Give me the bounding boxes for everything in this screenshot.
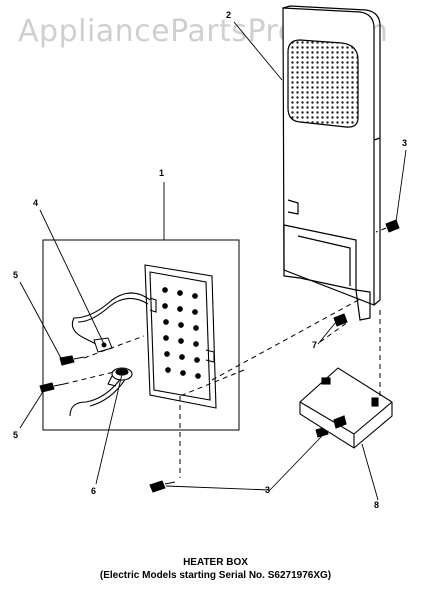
wire-harness — [69, 292, 151, 417]
callout-2: 2 — [226, 10, 232, 20]
heater-element-plate — [144, 264, 217, 409]
diagram-subtitle: (Electric Models starting Serial No. S62… — [99, 570, 332, 581]
assembly-lines — [63, 227, 387, 478]
callout-5-upper: 5 — [13, 270, 19, 280]
leader-lines — [19, 21, 407, 501]
screw-item-5-lower — [39, 382, 65, 393]
bottom-bracket — [299, 367, 393, 449]
callout-6: 6 — [91, 486, 97, 496]
callout-8: 8 — [374, 500, 380, 510]
screw-item-3-upper-right — [385, 219, 400, 233]
callout-3-lower: 3 — [265, 485, 271, 495]
callout-4: 4 — [33, 198, 39, 208]
terminal-connector — [93, 337, 113, 353]
callout-3-upper: 3 — [402, 138, 408, 148]
thermostat-part — [107, 367, 133, 387]
callout-1: 1 — [159, 168, 165, 178]
callout-7: 7 — [312, 340, 318, 350]
screw-item-3-bottom — [149, 480, 176, 493]
heater-element-box-outline — [42, 239, 240, 431]
callout-5-lower: 5 — [13, 430, 19, 440]
heater-housing-panel — [282, 5, 381, 321]
clip-item-7 — [333, 313, 348, 327]
screw-item-5-upper — [59, 355, 85, 366]
diagram-title: HEATER BOX — [183, 557, 248, 568]
